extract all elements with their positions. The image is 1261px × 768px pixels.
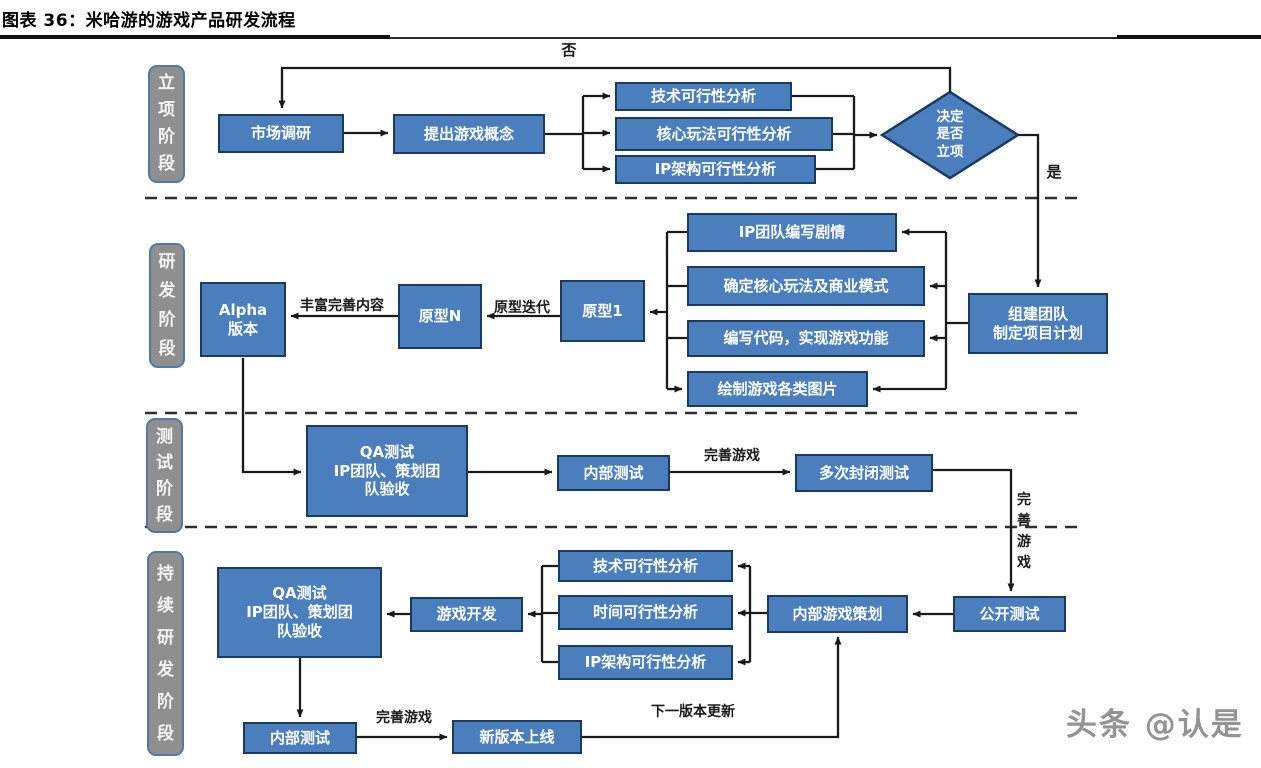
edge-fanin-phase4 (540, 564, 558, 664)
edge-no-loop (278, 66, 952, 109)
phase-label-development: 研 发 阶 段 (149, 243, 185, 368)
node-game-concept: 提出游戏概念 (393, 114, 545, 154)
edge-merge-phase1 (792, 94, 856, 171)
edge-zujian-fanout (944, 232, 968, 389)
node-internal-test-2: 内部测试 (243, 722, 357, 754)
edge-label-enrich-content: 丰富完善内容 (300, 298, 384, 314)
node-draw-art: 绘制游戏各类图片 (687, 371, 868, 407)
edge-label-yes: 是 (1046, 163, 1062, 181)
node-qa-acceptance-continuous: QA测试 IP团队、策划团 队验收 (217, 567, 382, 658)
edge-neibuyouxi-fanout (748, 566, 767, 662)
header-rule-left (0, 35, 390, 39)
node-open-beta: 公开测试 (953, 596, 1066, 632)
node-closed-beta: 多次封闭测试 (795, 454, 933, 492)
node-market-research: 市场调研 (218, 114, 344, 153)
edge-label-next-version-update: 下一版本更新 (651, 704, 735, 720)
node-tech-feasibility-2: 技术可行性分析 (558, 550, 733, 582)
edge-label-improve-game-1: 完善游戏 (704, 448, 760, 464)
node-new-version-launch: 新版本上线 (452, 720, 582, 754)
node-ip-feasibility-2: IP架构可行性分析 (558, 645, 733, 680)
node-qa-acceptance-test: QA测试 IP团队、策划团 队验收 (306, 425, 468, 517)
node-alpha-version: Alpha 版本 (200, 282, 286, 357)
edge-yes-down (1018, 133, 1042, 288)
node-internal-test-1: 内部测试 (557, 455, 670, 491)
node-ip-team-story: IP团队编写剧情 (687, 213, 897, 252)
figure-title: 图表 36：米哈游的游戏产品研发流程 (2, 11, 296, 31)
node-ip-feasibility-1: IP架构可行性分析 (615, 155, 816, 184)
node-decision-approve: 决定 是否 立项 (936, 108, 964, 160)
node-core-gameplay-business: 确定核心玩法及商业模式 (687, 266, 925, 306)
phase-label-initiation: 立 项 阶 段 (148, 65, 185, 183)
edge-alpha-qa3 (241, 358, 302, 476)
node-write-code: 编写代码，实现游戏功能 (687, 320, 925, 357)
node-time-feasibility: 时间可行性分析 (558, 595, 733, 630)
node-game-development: 游戏开发 (410, 597, 523, 632)
node-internal-game-planning: 内部游戏策划 (767, 595, 908, 633)
edge-next-version-loop (582, 636, 842, 739)
edge-fanin-bracket (665, 230, 687, 389)
edge-duoci-gongkai (933, 468, 1015, 592)
edge-tichu-split (545, 96, 585, 169)
watermark-text: 头条 @认是 (1066, 707, 1244, 743)
node-prototype-n: 原型N (398, 284, 482, 349)
phase-label-testing: 测 试 阶 段 (146, 418, 183, 533)
node-gameplay-feasibility: 核心玩法可行性分析 (615, 117, 833, 151)
edge-label-prototype-iteration: 原型迭代 (494, 300, 550, 316)
node-tech-feasibility-1: 技术可行性分析 (615, 82, 792, 111)
phase-label-continuous: 持 续 研 发 阶 段 (147, 551, 184, 756)
edge-label-no: 否 (561, 41, 577, 59)
node-build-team: 组建团队 制定项目计划 (968, 293, 1108, 354)
edge-label-improve-game-2: 完善游戏 (376, 710, 432, 726)
header-rule-right (1117, 35, 1261, 39)
node-prototype-1: 原型1 (560, 280, 645, 342)
header-rule-thin (0, 37, 1261, 39)
edge-label-improve-game-vertical: 完 善 游 戏 (1017, 492, 1031, 571)
